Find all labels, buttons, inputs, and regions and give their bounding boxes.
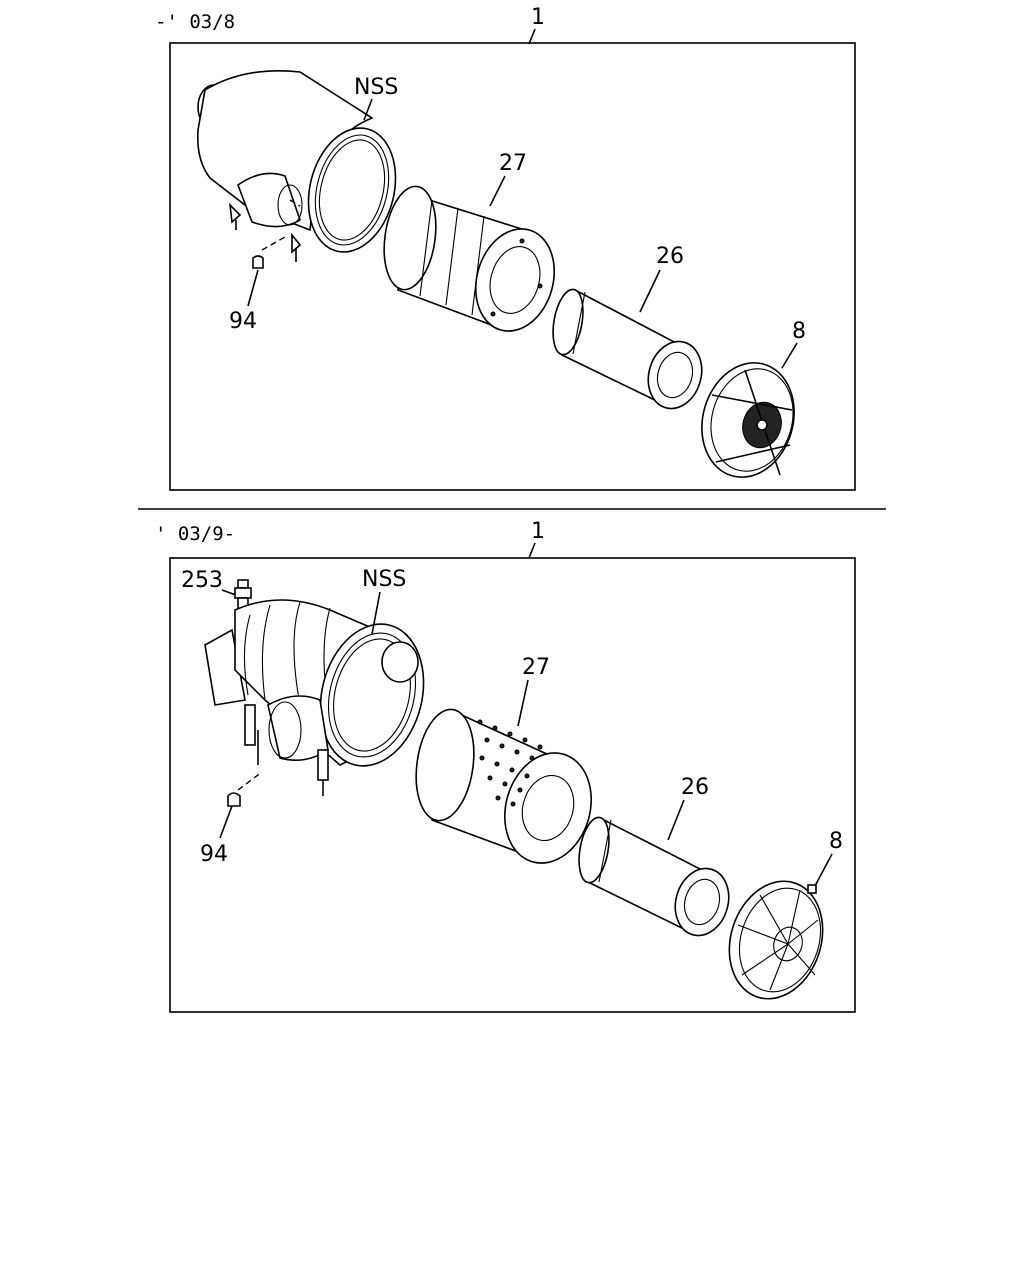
panel-1-outer-leader (489, 175, 506, 207)
panel-2-perforations (477, 719, 543, 807)
panel-2-date-range: ' 03/9- (155, 523, 235, 545)
panel-2-callout-cover: 8 (829, 829, 843, 854)
panel-1-assembly-leader (528, 28, 536, 45)
panel-1-inner-leader (639, 269, 661, 313)
panel-1-inner-element (552, 288, 703, 410)
panel-2-outer-leader (517, 679, 529, 727)
panel-2-callout-valve: 94 (200, 842, 228, 867)
panel-1-outer-element (383, 185, 556, 332)
panel-1-valve-leader (247, 269, 259, 307)
panel-1-frame (169, 42, 856, 491)
panel-1-cover (701, 362, 795, 478)
panel-2-assembly-leader (528, 542, 536, 559)
panel-2-frame (169, 557, 856, 1013)
panel-1-callout-cover: 8 (792, 319, 806, 344)
panel-1-date-range: -' 03/8 (155, 11, 235, 33)
panel-1-cover-leader (781, 342, 798, 369)
panel-1-callout-valve: 94 (229, 309, 257, 334)
panel-2-outer-element (415, 708, 593, 864)
panel-1-housing-leader (363, 98, 373, 121)
panel-1-assembly-ref: 1 (531, 5, 545, 30)
panel-2-housing (204, 599, 425, 807)
panel-2-assembly-ref: 1 (531, 519, 545, 544)
panel-early: -' 03/8 1 NSS 94 (155, 5, 856, 491)
panel-2-inner-element (578, 816, 730, 937)
panel-2-callout-inner-element: 26 (681, 775, 709, 800)
panel-1-housing (196, 70, 397, 269)
panel-1-callout-outer-element: 27 (499, 151, 527, 176)
panel-2-cover-leader (814, 853, 833, 887)
panel-2-inner-leader (667, 799, 685, 841)
panel-2-valve-leader (219, 805, 233, 839)
panel-2-callout-outer-element: 27 (522, 655, 550, 680)
panel-1-callout-housing: NSS (354, 75, 398, 100)
panel-1-callout-inner-element: 26 (656, 244, 684, 269)
panel-2-callout-housing: NSS (362, 567, 406, 592)
panel-late: ' 03/9- 1 253 (155, 519, 856, 1013)
panel-2-housing-leader (371, 591, 381, 635)
panel-2-callout-indicator: 253 (181, 568, 223, 593)
panel-2-indicator-leader (221, 589, 237, 596)
panel-2-cover (728, 880, 824, 1000)
